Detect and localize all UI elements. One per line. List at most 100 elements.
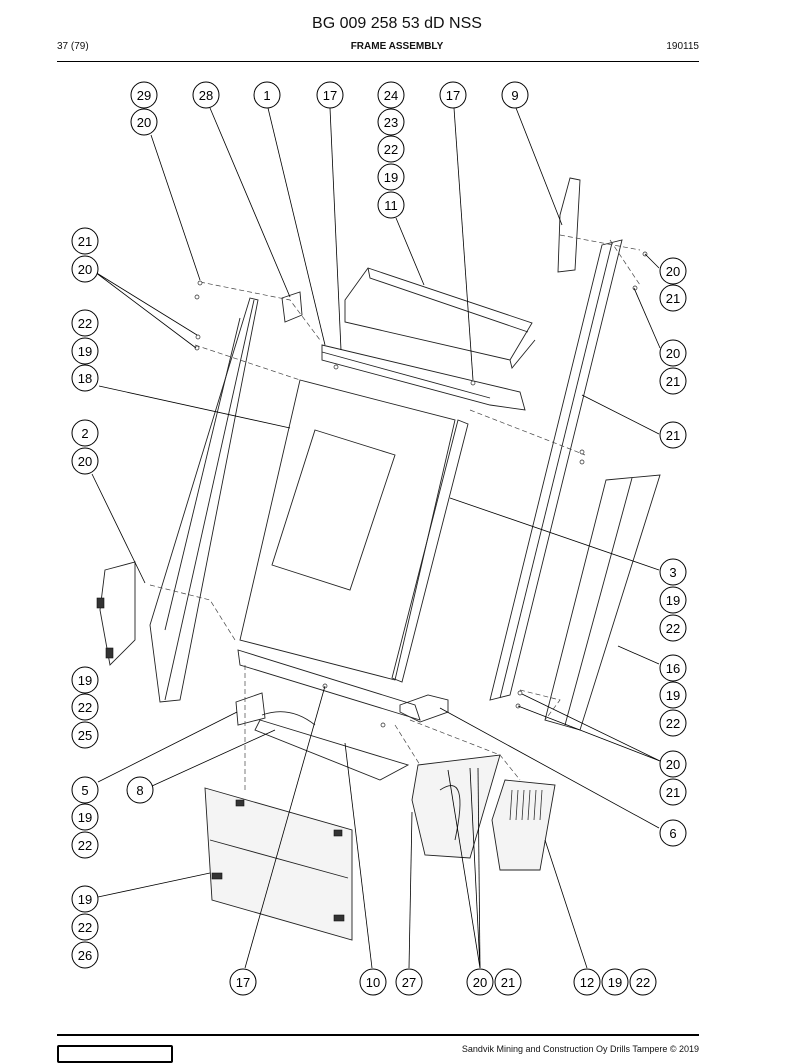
center-panel-part (239, 379, 456, 681)
callout-bubble: 12 (573, 968, 601, 996)
callout-bubble: 21 (494, 968, 522, 996)
callout-bubble: 20 (71, 447, 99, 475)
callout-number: 21 (501, 975, 515, 990)
rear-panel-part (544, 474, 661, 731)
callout-bubble: 2 (71, 419, 99, 447)
callout-bubble: 5 (71, 776, 99, 804)
top-rail-part (321, 344, 526, 411)
footer-copyright: Sandvik Mining and Construction Oy Drill… (461, 1044, 699, 1054)
callout-number: 3 (669, 565, 676, 580)
callout-number: 17 (446, 88, 460, 103)
callout-number: 10 (366, 975, 380, 990)
callout-number: 19 (666, 688, 680, 703)
footer-rule (57, 1034, 699, 1036)
callout-number: 20 (137, 115, 151, 130)
callout-number: 20 (666, 264, 680, 279)
callout-bubble: 19 (71, 885, 99, 913)
callout-number: 12 (580, 975, 594, 990)
callout-bubble: 20 (71, 255, 99, 283)
callout-bubble: 21 (659, 284, 687, 312)
section-title: FRAME ASSEMBLY (350, 41, 444, 52)
callout-bubble: 26 (71, 941, 99, 969)
callout-number: 18 (78, 371, 92, 386)
callout-number: 21 (666, 428, 680, 443)
callout-bubble: 28 (192, 81, 220, 109)
side-cover-part (411, 754, 501, 859)
callout-bubble: 20 (659, 750, 687, 778)
callout-bubble: 19 (71, 803, 99, 831)
callout-number: 17 (236, 975, 250, 990)
callout-bubble: 25 (71, 721, 99, 749)
callout-number: 1 (263, 88, 270, 103)
callout-bubble: 9 (501, 81, 529, 109)
callout-bubble: 19 (659, 586, 687, 614)
callout-bubble: 20 (466, 968, 494, 996)
callout-bubble: 20 (130, 108, 158, 136)
callout-number: 21 (78, 234, 92, 249)
callout-number: 25 (78, 728, 92, 743)
callout-number: 22 (78, 920, 92, 935)
callout-number: 20 (473, 975, 487, 990)
callout-number: 22 (636, 975, 650, 990)
callout-number: 20 (78, 262, 92, 277)
top-cover-part (344, 267, 533, 361)
callout-bubble: 19 (71, 337, 99, 365)
callout-number: 19 (666, 593, 680, 608)
date-code: 190115 (666, 41, 699, 52)
callout-number: 17 (323, 88, 337, 103)
callout-number: 24 (384, 88, 398, 103)
callout-bubble: 1 (253, 81, 281, 109)
callout-bubble: 10 (359, 968, 387, 996)
callout-bubble: 22 (629, 968, 657, 996)
callout-bubble: 8 (126, 776, 154, 804)
callout-number: 22 (384, 142, 398, 157)
callout-number: 27 (402, 975, 416, 990)
callout-bubble: 21 (659, 778, 687, 806)
callout-bubble: 11 (377, 191, 405, 219)
callout-number: 28 (199, 88, 213, 103)
callout-bubble: 6 (659, 819, 687, 847)
leader-lines (91, 107, 661, 969)
sandvik-logo (57, 1045, 173, 1063)
document-number: BG 009 258 53 dD NSS (312, 15, 482, 32)
callout-bubble: 21 (71, 227, 99, 255)
callout-bubble: 21 (659, 367, 687, 395)
right-beam-part (489, 239, 623, 701)
callout-number: 20 (666, 346, 680, 361)
callout-number: 19 (78, 892, 92, 907)
left-bracket-part (99, 561, 136, 666)
callout-number: 6 (669, 826, 676, 841)
callout-number: 21 (666, 291, 680, 306)
small-bracket-part (235, 692, 266, 726)
callout-number: 9 (511, 88, 518, 103)
callout-bubble: 20 (659, 339, 687, 367)
callout-number: 26 (78, 948, 92, 963)
callout-number: 21 (666, 785, 680, 800)
callout-bubble: 20 (659, 257, 687, 285)
callout-number: 2 (81, 426, 88, 441)
callout-bubble: 22 (71, 913, 99, 941)
callout-number: 19 (78, 344, 92, 359)
callout-bubble: 22 (71, 693, 99, 721)
callout-bubble: 19 (601, 968, 629, 996)
callout-number: 19 (78, 673, 92, 688)
callout-number: 20 (666, 757, 680, 772)
callout-bubble: 19 (659, 681, 687, 709)
callout-number: 19 (78, 810, 92, 825)
callout-bubble: 17 (316, 81, 344, 109)
callout-number: 20 (78, 454, 92, 469)
callout-number: 29 (137, 88, 151, 103)
callout-number: 22 (666, 621, 680, 636)
callout-number: 22 (78, 838, 92, 853)
mid-beam-part (391, 419, 469, 683)
callout-number: 8 (136, 783, 143, 798)
callout-bubble: 19 (71, 666, 99, 694)
callout-number: 5 (81, 783, 88, 798)
callout-bubble: 21 (659, 421, 687, 449)
callout-number: 22 (666, 716, 680, 731)
upper-bracket-part (557, 177, 581, 273)
callout-number: 19 (608, 975, 622, 990)
page-number: 37 (79) (57, 41, 89, 52)
callout-bubble: 16 (659, 654, 687, 682)
callout-bubble: 18 (71, 364, 99, 392)
